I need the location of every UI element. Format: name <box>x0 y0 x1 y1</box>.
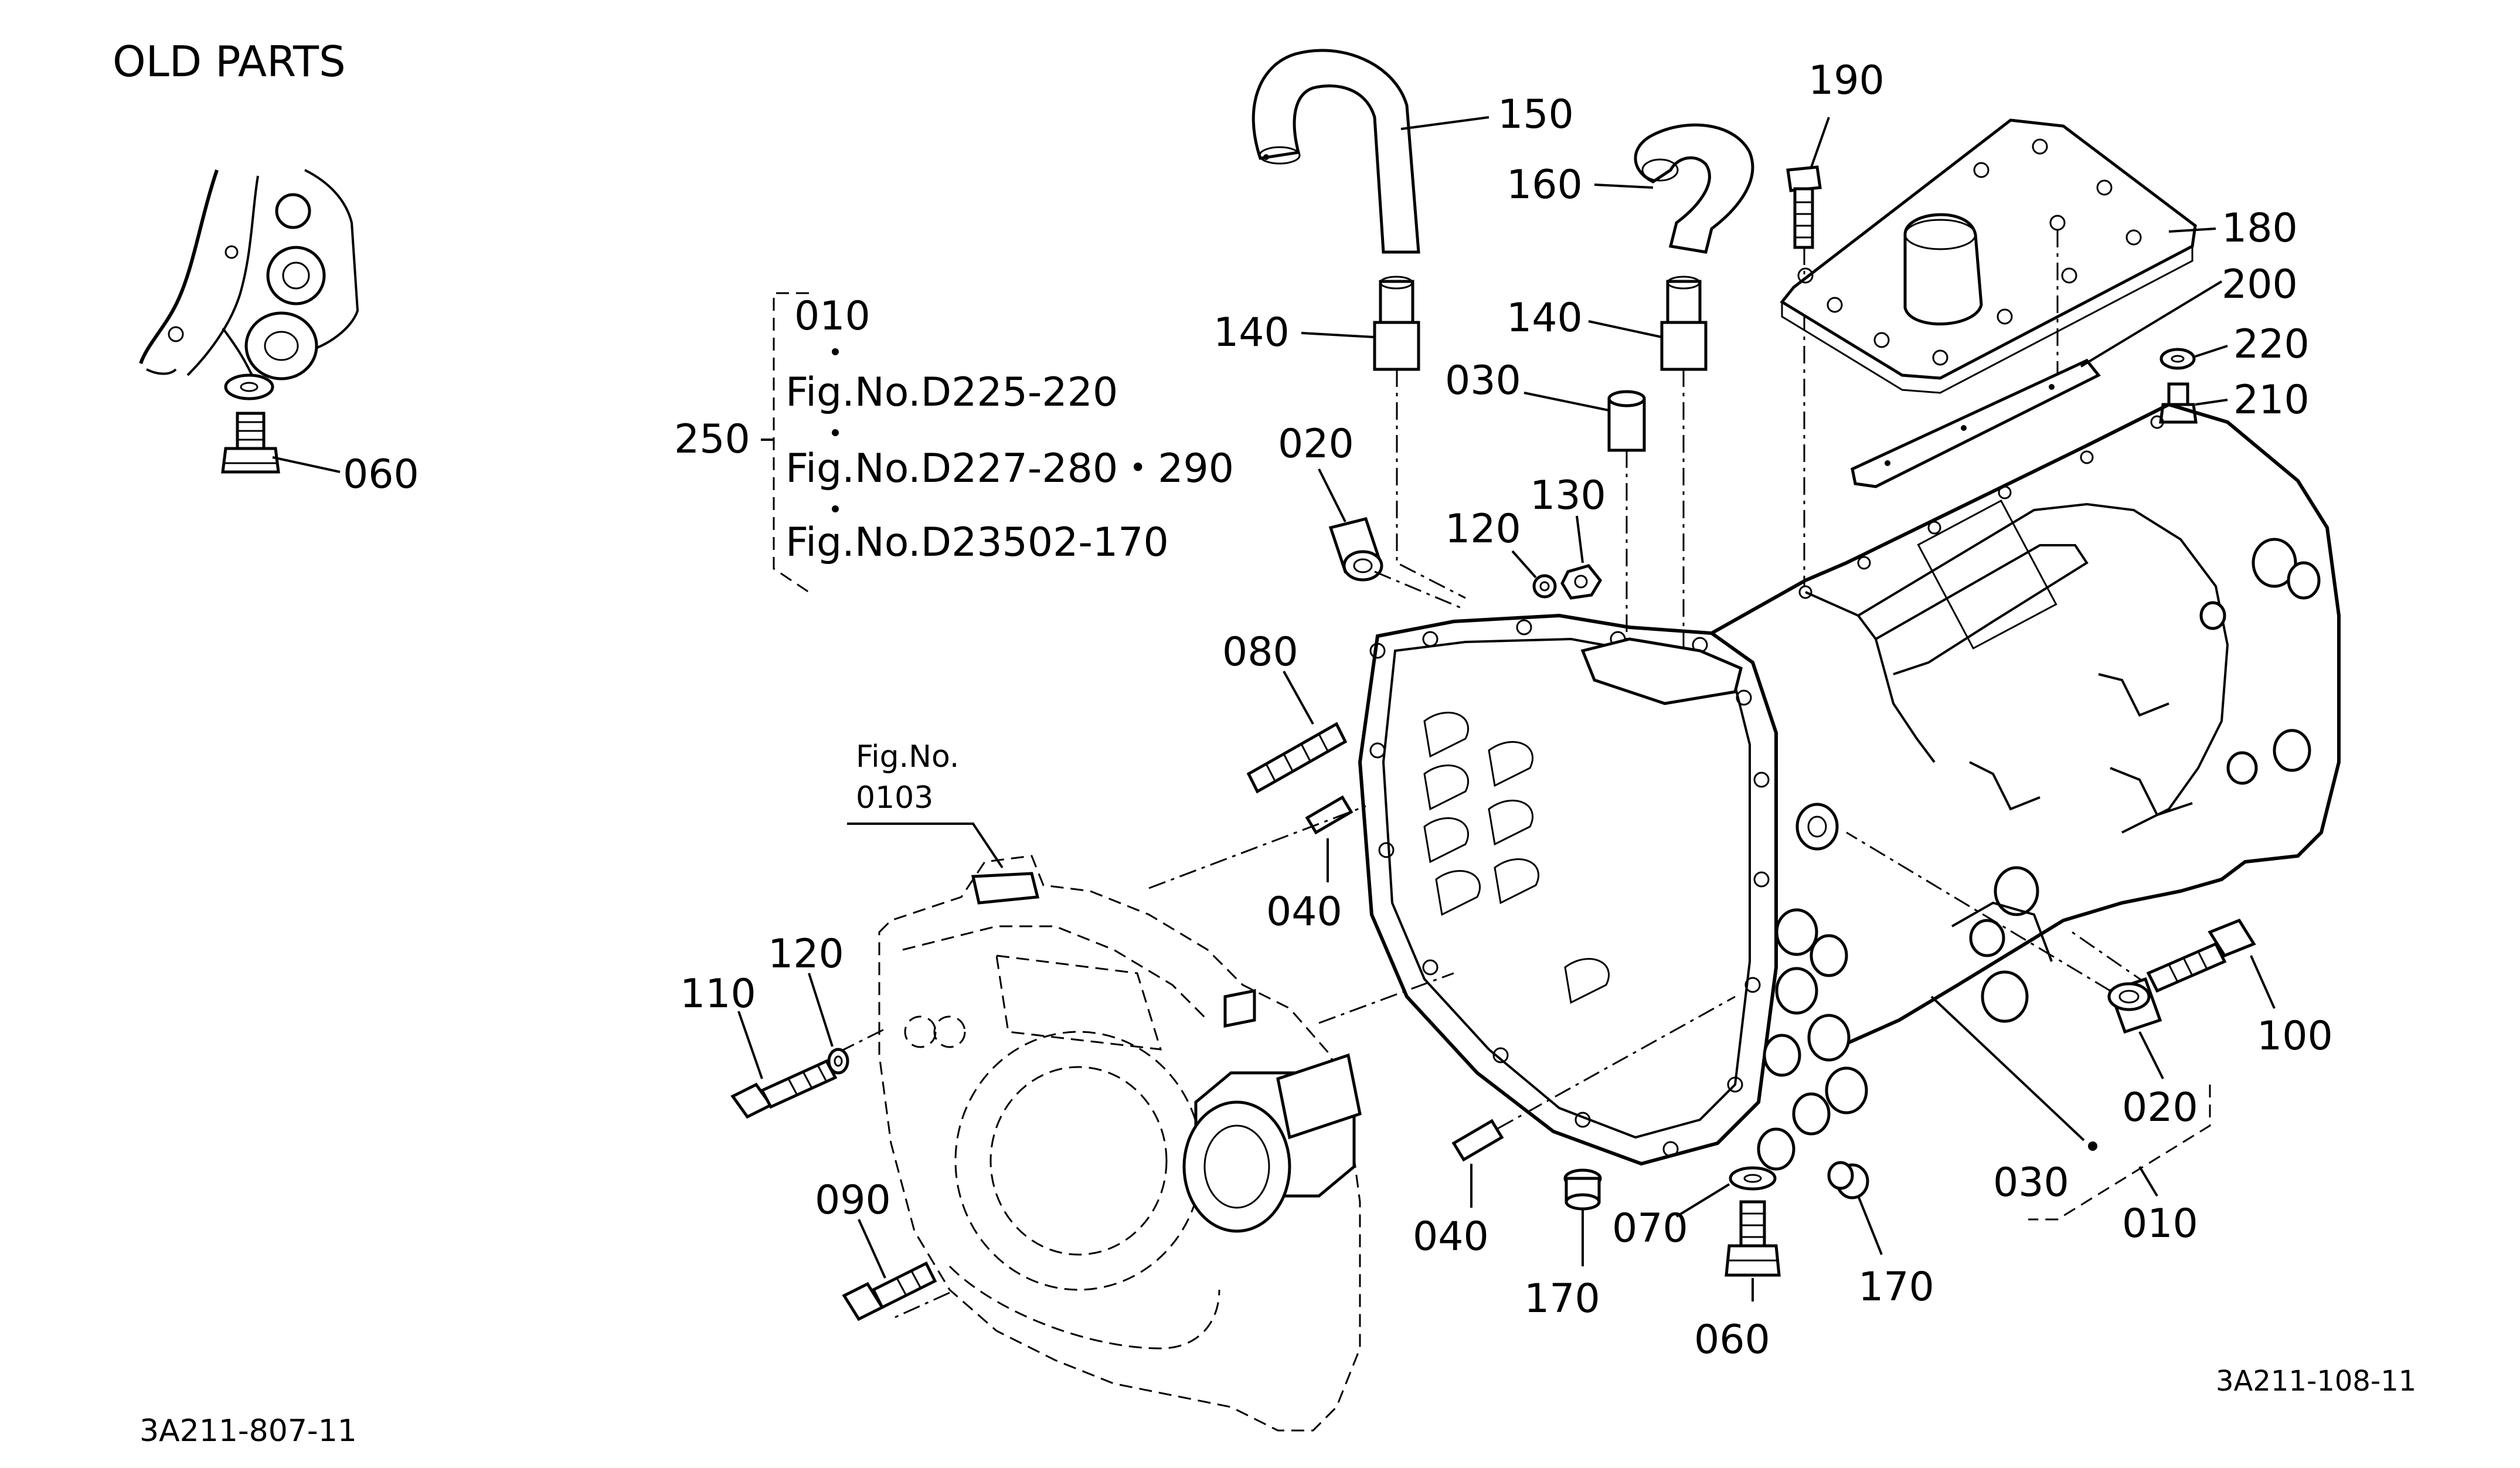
bushing-020-bottom-drawing <box>2107 977 2162 1034</box>
plug-210-drawing <box>2159 382 2198 424</box>
lockwasher-120-bottom-drawing <box>827 1048 849 1075</box>
callout-120-bottom: 120 <box>768 931 844 977</box>
footer-left-code: 3A211-807-11 <box>140 1413 357 1449</box>
stud-080-drawing <box>1246 722 1348 794</box>
gasket-200-drawing <box>1851 358 2101 488</box>
callout-080: 080 <box>1222 629 1298 675</box>
group-line-1: 010 <box>794 293 870 339</box>
footer-right-code: 3A211-108-11 <box>2216 1365 2416 1398</box>
callout-100: 100 <box>2257 1013 2333 1059</box>
callout-180: 180 <box>2222 205 2298 252</box>
callout-090: 090 <box>815 1177 891 1224</box>
washer-220-drawing <box>2159 348 2196 370</box>
bolt-110-drawing <box>730 1059 838 1119</box>
callout-200: 200 <box>2222 261 2298 308</box>
bushing-020-top-drawing <box>1328 517 1383 582</box>
callout-010: 010 <box>2122 1201 2198 1247</box>
transmission-case-drawing <box>1358 402 2341 1171</box>
washer-070-drawing <box>1729 1166 1777 1191</box>
nut-130-drawing <box>1560 564 1603 600</box>
group-line-2: Fig.No.D225-220 <box>785 369 1118 416</box>
callout-060: 060 <box>1694 1317 1770 1363</box>
fig-ref-line2: 0103 <box>856 780 933 815</box>
clutch-housing-drawing <box>878 855 1362 1432</box>
callout-040-top: 040 <box>1266 889 1342 935</box>
hose-160-drawing <box>1634 123 1754 254</box>
callout-030-bottom: 030 <box>1993 1160 2069 1206</box>
bolt-100-drawing <box>2146 918 2256 993</box>
plug-060-drawing <box>1725 1200 1781 1277</box>
old-parts-housing-drawing <box>139 169 359 380</box>
callout-140-left: 140 <box>1213 310 1290 356</box>
callout-140-right: 140 <box>1506 295 1583 341</box>
callout-040-bottom: 040 <box>1413 1214 1489 1260</box>
callout-020-top: 020 <box>1278 421 1354 467</box>
callout-150: 150 <box>1498 91 1574 138</box>
callout-170-left: 170 <box>1524 1276 1600 1322</box>
bolt-190-drawing <box>1786 165 1822 249</box>
plug-170-right-drawing <box>1827 1161 1869 1199</box>
callout-060-old: 060 <box>343 451 419 498</box>
group-bracket-250: 250 010 Fig.No.D225-220 Fig.No.D227-280・… <box>674 292 1234 593</box>
group-number: 250 <box>674 416 750 463</box>
pipe-140-right-drawing <box>1660 276 1708 371</box>
group-line-3: Fig.No.D227-280・290 <box>785 446 1234 492</box>
callout-130: 130 <box>1530 473 1606 519</box>
callout-160: 160 <box>1506 162 1583 208</box>
callout-170-right: 170 <box>1858 1264 1934 1310</box>
pipe-140-left-drawing <box>1373 276 1420 371</box>
callout-070: 070 <box>1612 1205 1688 1252</box>
bolt-090-drawing <box>842 1261 937 1321</box>
old-washer-drawing <box>224 373 274 400</box>
cover-180-drawing <box>1780 118 2197 394</box>
callout-020-bottom: 020 <box>2122 1085 2198 1131</box>
collar-030-bottom-marker <box>2088 1141 2097 1151</box>
collar-030-top-drawing <box>1607 390 1646 452</box>
callout-120-top: 120 <box>1445 506 1521 552</box>
callout-110: 110 <box>680 971 756 1017</box>
case-010-bracket <box>2028 1085 2211 1221</box>
old-plug-bolt-drawing <box>221 412 280 474</box>
dowel-040-bottom-drawing <box>1451 1119 1504 1162</box>
group-line-4: Fig.No.D23502-170 <box>785 519 1169 566</box>
hose-150-drawing <box>1252 49 1420 254</box>
plug-170-left-drawing <box>1563 1168 1602 1211</box>
lockwasher-120-top-drawing <box>1532 574 1557 599</box>
old-parts-title: OLD PARTS <box>113 37 346 86</box>
callout-220: 220 <box>2233 321 2310 368</box>
fig-ref-line1: Fig.No. <box>856 739 959 774</box>
callout-210: 210 <box>2233 377 2310 423</box>
callout-190: 190 <box>1808 57 1885 104</box>
callout-030-top: 030 <box>1445 358 1521 404</box>
